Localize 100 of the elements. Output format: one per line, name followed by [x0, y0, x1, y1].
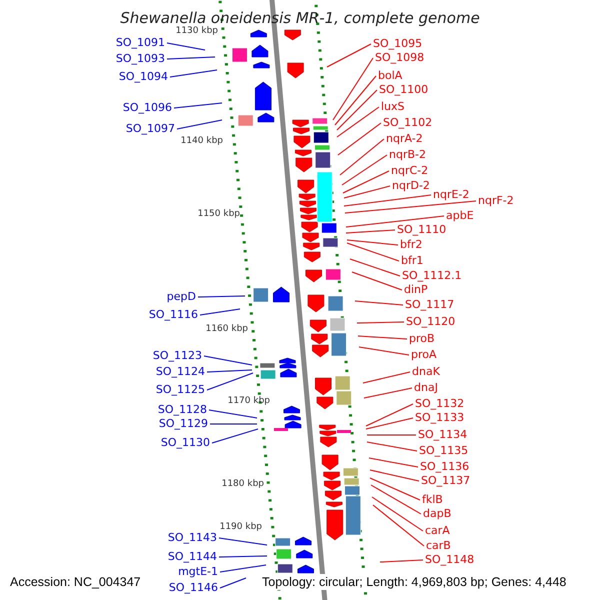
- gene-label: carA: [425, 524, 450, 538]
- gene-label: nqrF-2: [478, 194, 514, 208]
- scale-label: 1140 kbp: [180, 136, 223, 146]
- gene-label: nqrB-2: [389, 148, 426, 162]
- gene-label: dapB: [423, 507, 452, 521]
- leader-line: [354, 300, 404, 306]
- leader-line: [166, 42, 206, 50]
- gene-label: dnaK: [412, 365, 440, 379]
- gene-label: SO_1135: [419, 444, 468, 458]
- leader-line: [368, 458, 418, 468]
- leader-line: [346, 242, 400, 262]
- gene-label: bfr2: [400, 238, 422, 252]
- gene-label: SO_1125: [156, 383, 205, 397]
- leader-line: [334, 76, 376, 126]
- leader-line: [200, 308, 240, 316]
- gene-label: SO_1102: [383, 116, 432, 130]
- leader-line: [346, 230, 396, 234]
- title: Shewanella oneidensis MR-1, complete genome: [119, 8, 481, 27]
- gene-label: carB: [426, 539, 451, 553]
- leader-line: [346, 240, 398, 246]
- gene-label: bolA: [378, 69, 402, 83]
- scale-label: 1130 kbp: [176, 26, 218, 36]
- gene-label: nqrD-2: [392, 179, 430, 193]
- gene-label: SO_1148: [425, 553, 474, 567]
- leader-line: [336, 106, 380, 138]
- leader-line: [326, 44, 372, 68]
- gene-label: SO_1091: [116, 36, 165, 50]
- leader-line: [218, 538, 268, 546]
- gene-label: dinP: [404, 283, 428, 297]
- info-text: Topology: circular; Length: 4,969,803 bp; Genes: 4,448: [262, 574, 566, 590]
- gene-label: fklB: [422, 493, 443, 507]
- leader-line: [370, 478, 420, 500]
- leader-line: [174, 102, 222, 108]
- leader-line: [364, 388, 412, 398]
- gene-label: SO_1112.1: [402, 269, 462, 283]
- leader-line: [332, 58, 374, 120]
- leader-line: [342, 170, 390, 194]
- scale-label: 1180 kbp: [222, 479, 264, 489]
- gene-label: nqrC-2: [391, 164, 428, 178]
- gene-label: pepD: [166, 290, 196, 304]
- leader-line: [346, 216, 444, 228]
- leader-line: [372, 504, 424, 546]
- leader-line: [220, 578, 246, 588]
- leader-line: [206, 372, 254, 390]
- leader-line: [366, 434, 416, 436]
- scale-label: 1190 kbp: [220, 522, 262, 532]
- gene-label: SO_1117: [405, 298, 454, 312]
- gene-label: SO_1129: [158, 417, 208, 431]
- gene-label: SO_1096: [122, 101, 172, 115]
- gene-label: dnaJ: [414, 381, 438, 395]
- leader-line: [340, 138, 384, 176]
- gene-label: SO_1133: [415, 411, 464, 425]
- leader-line: [366, 442, 418, 452]
- leader-line: [370, 470, 420, 482]
- gene-label: apbE: [446, 209, 474, 223]
- leader-line: [198, 296, 246, 298]
- gene-label: SO_1136: [420, 460, 470, 474]
- leader-line: [206, 370, 252, 372]
- gene-label: SO_1120: [406, 315, 456, 329]
- gene-label: SO_1095: [373, 37, 422, 51]
- leader-line: [370, 484, 422, 514]
- leader-line: [352, 272, 402, 290]
- gene-label: SO_1110: [397, 223, 446, 237]
- leader-line: [344, 194, 432, 206]
- leader-line: [366, 418, 414, 430]
- gene-label: SO_1146: [168, 581, 218, 595]
- gene-label: SO_1098: [375, 51, 424, 65]
- gene-label: SO_1132: [415, 397, 464, 411]
- leader-line: [356, 322, 404, 324]
- leader-line: [204, 356, 252, 366]
- gene-label: proB: [409, 332, 435, 346]
- leader-line: [372, 496, 424, 532]
- gene-label: SO_1130: [160, 436, 210, 450]
- scale-label: 1150 kbp: [198, 209, 240, 219]
- gene-label: SO_1094: [118, 70, 168, 84]
- gene-label: luxS: [381, 100, 405, 114]
- gene-label: SO_1116: [148, 308, 198, 322]
- leader-line: [218, 556, 268, 558]
- scale-label: 1160 kbp: [206, 324, 248, 334]
- gene-label: SO_1128: [158, 403, 207, 417]
- leader-line: [208, 410, 258, 418]
- leader-line: [170, 70, 218, 78]
- gene-label: SO_1143: [168, 531, 217, 545]
- leader-line: [166, 56, 216, 60]
- scale-label: 1170 kbp: [228, 396, 270, 406]
- gene-label: mgtE-1: [178, 565, 218, 579]
- gene-label: SO_1124: [156, 365, 205, 379]
- leader-line: [366, 404, 414, 426]
- leader-line: [350, 258, 400, 276]
- gene-label: nqrE-2: [433, 188, 470, 202]
- leader-line: [362, 372, 410, 384]
- leader-line: [344, 186, 390, 198]
- leader-line: [358, 346, 410, 356]
- gene-label: SO_1134: [418, 428, 468, 442]
- gene-label: SO_1144: [168, 550, 217, 564]
- leader-line: [212, 428, 258, 444]
- gene-label: SO_1137: [421, 474, 470, 488]
- leader-line: [342, 154, 388, 186]
- gene-label: SO_1093: [116, 52, 165, 66]
- leader-line: [380, 560, 424, 562]
